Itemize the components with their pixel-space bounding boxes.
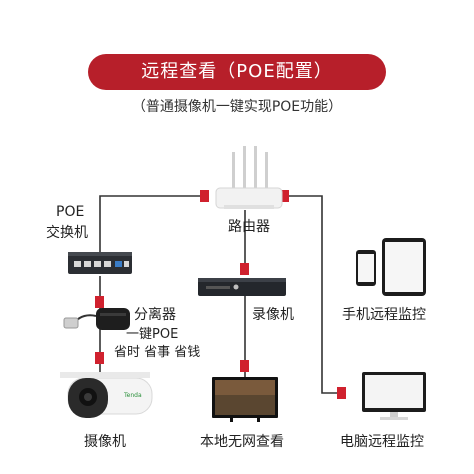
connectors bbox=[95, 190, 346, 399]
connector-splitter-bottom bbox=[95, 352, 104, 364]
splitter-icon bbox=[63, 308, 130, 330]
connector-pc bbox=[337, 387, 346, 399]
connector-tv-top bbox=[240, 360, 249, 372]
splitter-desc-line2: 省时 省事 省钱 bbox=[114, 345, 201, 360]
nvr-icon bbox=[198, 278, 286, 296]
connector-router-left bbox=[200, 190, 209, 202]
tv-icon bbox=[212, 377, 278, 422]
wire-router-pc bbox=[282, 195, 346, 394]
title-banner: 远程查看（POE配置） bbox=[88, 54, 386, 90]
poe-switch-label-line2: 交换机 bbox=[46, 225, 88, 241]
poe-switch-icon bbox=[68, 252, 132, 274]
poe-switch-label-line1: POE bbox=[56, 204, 85, 220]
pc-label: 电脑远程监控 bbox=[340, 434, 424, 450]
tablet-icon bbox=[382, 238, 426, 296]
title-text: 远程查看（POE配置） bbox=[141, 61, 333, 82]
phone-label: 手机远程监控 bbox=[342, 307, 426, 323]
router-label: 路由器 bbox=[228, 219, 270, 235]
splitter-label: 分离器 bbox=[134, 307, 176, 323]
nvr-label: 录像机 bbox=[252, 307, 294, 323]
router-icon bbox=[215, 146, 283, 209]
phone-icon bbox=[356, 250, 376, 286]
camera-icon: Tenda bbox=[60, 372, 153, 418]
connector-router-right bbox=[280, 190, 289, 202]
connector-splitter-top bbox=[95, 296, 104, 308]
subtitle: （普通摄像机一键实现POE功能） bbox=[131, 99, 343, 115]
camera-brand: Tenda bbox=[123, 392, 142, 399]
wire-switch-router bbox=[99, 195, 205, 252]
splitter-desc-line1: 一键POE bbox=[126, 327, 179, 342]
camera-label: 摄像机 bbox=[84, 434, 126, 450]
monitor-icon bbox=[362, 372, 426, 420]
connector-nvr-top bbox=[240, 263, 249, 275]
tv-label: 本地无网查看 bbox=[200, 434, 284, 450]
